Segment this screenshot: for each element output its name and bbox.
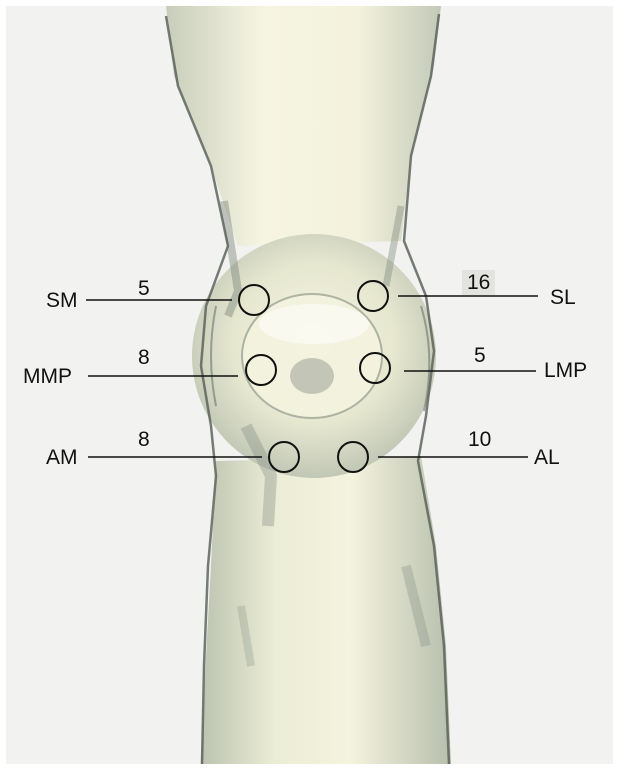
portal-count-sl: 16	[462, 270, 495, 295]
portal-count-am: 8	[138, 429, 150, 450]
figure-frame: SM SL MMP LMP AM AL 5 16 8 5 8 10	[6, 6, 613, 764]
portal-label-am: AM	[46, 447, 78, 468]
portal-label-sm: SM	[46, 290, 78, 311]
knee-sketch	[6, 6, 613, 764]
portal-label-sl: SL	[550, 287, 576, 308]
portal-count-mmp: 8	[138, 347, 150, 368]
portal-count-al: 10	[468, 429, 491, 450]
portal-count-lmp: 5	[474, 345, 486, 366]
portal-count-sm: 5	[138, 278, 150, 299]
portal-label-mmp: MMP	[23, 366, 72, 387]
portal-label-al: AL	[534, 447, 560, 468]
portal-label-lmp: LMP	[544, 360, 587, 381]
